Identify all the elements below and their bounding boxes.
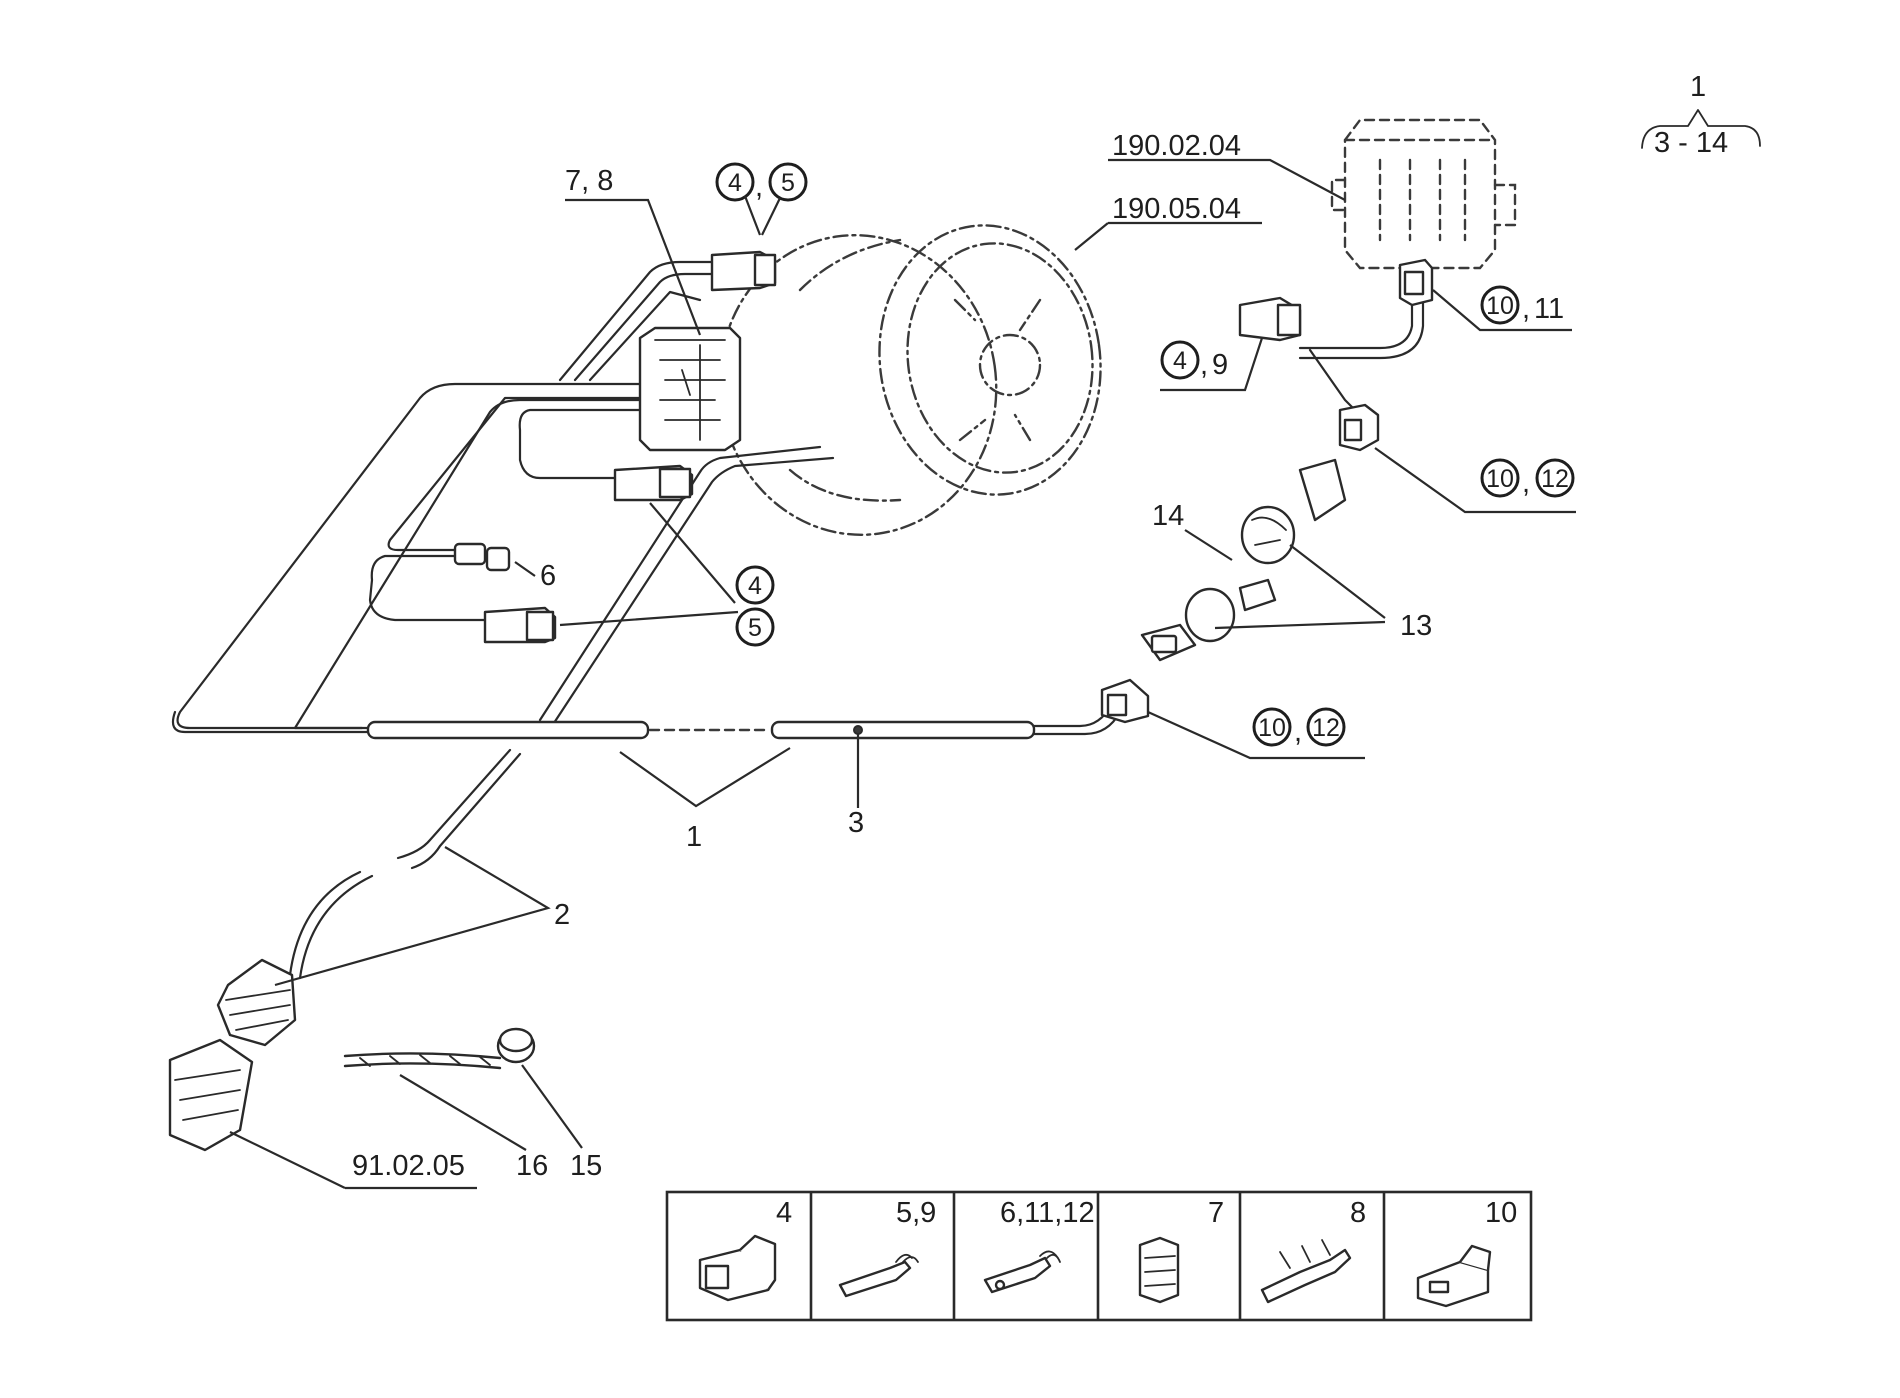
svg-text:10: 10 — [1486, 292, 1514, 320]
connector-6 — [453, 542, 511, 572]
callout-7-8: 7, 8 — [565, 165, 613, 197]
svg-text:10: 10 — [1486, 465, 1514, 493]
callout-15: 15 — [570, 1150, 602, 1182]
callout-10-11: 10 , 11 — [1432, 285, 1572, 332]
fuse-box — [1330, 118, 1517, 270]
callout-14: 14 — [1152, 500, 1184, 532]
legend-label-3: 6,11,12 — [1000, 1197, 1095, 1229]
legend-label-1: 4 — [776, 1197, 792, 1229]
harness-wires — [171, 260, 1425, 980]
terminal-male-icon — [838, 1253, 919, 1298]
connector-top-4-5 — [710, 250, 777, 292]
switch-housing-icon — [1138, 1236, 1180, 1304]
callout-6: 6 — [540, 560, 556, 592]
svg-text:,: , — [1294, 716, 1302, 748]
housing-single-icon — [1416, 1244, 1492, 1308]
callout-top-5: 5 — [781, 169, 795, 197]
connector-10-12-lower — [1100, 678, 1150, 724]
instrument-cluster — [718, 224, 1102, 536]
terminal-female-icon — [983, 1250, 1061, 1294]
bulb-holder-13 — [1140, 458, 1347, 662]
terminal-strip-icon — [1260, 1239, 1352, 1304]
svg-text:12: 12 — [1312, 714, 1340, 742]
fuse-plug — [1398, 258, 1434, 307]
callout-10-12-upper: 10 , 12 — [1374, 447, 1576, 514]
legend-label-4: 7 — [1208, 1197, 1224, 1229]
callout-low-5: 5 — [748, 614, 762, 642]
svg-text:4: 4 — [1173, 347, 1187, 375]
callout-13: 13 — [1400, 610, 1432, 642]
group-bracket: 1 3 - 14 — [1641, 71, 1761, 159]
svg-text:,: , — [755, 171, 763, 203]
svg-text:12: 12 — [1541, 465, 1569, 493]
legend-label-6: 10 — [1485, 1197, 1517, 1229]
connector-low — [483, 606, 557, 644]
switch-housing — [638, 326, 742, 452]
svg-text:10: 10 — [1258, 714, 1286, 742]
svg-text:,: , — [1522, 467, 1530, 499]
ref-instrument: 190.05.04 — [1112, 193, 1241, 225]
ref-fuse-box: 190.02.04 — [1112, 130, 1241, 162]
legend-label-5: 8 — [1350, 1197, 1366, 1229]
callout-4-5-low: 4 5 — [559, 502, 775, 647]
callout-4-5-top: 4 , 5 — [715, 162, 808, 236]
connector-mid — [613, 464, 694, 502]
svg-text:,: , — [1200, 349, 1208, 381]
callout-9: 9 — [1212, 349, 1228, 381]
connector-10-12-upper — [1338, 403, 1380, 452]
group-label-range: 3 - 14 — [1654, 127, 1728, 159]
legend-label-2: 5,9 — [896, 1197, 936, 1229]
callout-11: 11 — [1534, 293, 1564, 325]
callout-low-4: 4 — [748, 572, 762, 600]
callout-4-9: 4 , 9 — [1160, 337, 1264, 392]
group-label-top: 1 — [1690, 71, 1706, 103]
callout-1: 1 — [686, 821, 702, 853]
ref-sensor: 91.02.05 — [352, 1150, 465, 1182]
callout-10-12-lower: 10 , 12 — [1147, 707, 1365, 760]
callout-16: 16 — [516, 1150, 548, 1182]
callout-top-4: 4 — [728, 169, 742, 197]
sensor-connector — [168, 958, 297, 1152]
cap-15 — [496, 1027, 536, 1064]
tape-16 — [343, 1052, 502, 1070]
parts-legend: 4 5,9 6,11,12 7 8 — [665, 1190, 1533, 1322]
housing-4pin-icon — [698, 1234, 777, 1302]
svg-text:,: , — [1522, 293, 1530, 325]
callout-2: 2 — [554, 899, 570, 931]
callout-3: 3 — [848, 807, 864, 839]
connector-4-9 — [1238, 296, 1302, 342]
